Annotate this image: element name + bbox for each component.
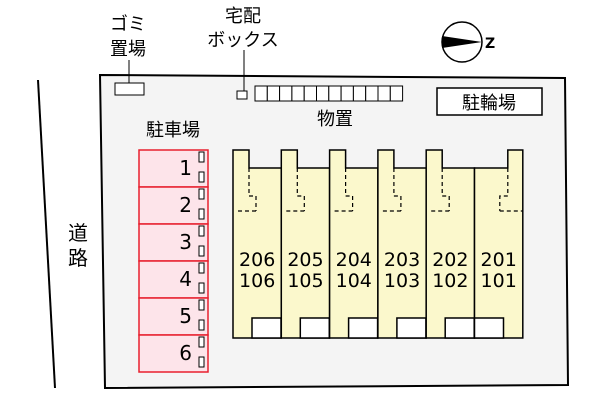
entrance-box bbox=[444, 317, 475, 339]
unit-number-lower: 106 bbox=[239, 270, 275, 292]
interior-dashed-line bbox=[285, 168, 305, 212]
storage-cell bbox=[303, 85, 318, 102]
unit-number-lower: 103 bbox=[384, 270, 420, 292]
storage-cell bbox=[340, 85, 354, 102]
wheel-stop bbox=[198, 262, 205, 274]
delivery-box-label-1: 宅配 bbox=[225, 6, 261, 27]
parking-space-number: 4 bbox=[179, 267, 192, 291]
unit-number-upper: 204 bbox=[336, 249, 372, 271]
unit-number-lower: 102 bbox=[432, 270, 468, 292]
garbage-label-1: ゴミ bbox=[110, 14, 146, 35]
storage-cell bbox=[328, 85, 342, 102]
unit-number-upper: 205 bbox=[287, 249, 323, 271]
delivery-box-label-2: ボックス bbox=[207, 30, 278, 51]
parking-space-number: 3 bbox=[179, 230, 192, 254]
garbage-label-2: 置場 bbox=[110, 39, 146, 60]
wheel-stop bbox=[198, 282, 205, 294]
road-edge-line bbox=[37, 79, 56, 389]
unit-number-lower: 105 bbox=[287, 270, 323, 292]
entrance-box bbox=[347, 317, 379, 339]
parking-space-number: 2 bbox=[179, 193, 192, 217]
wheel-stop bbox=[198, 245, 205, 257]
storage-cell bbox=[352, 85, 367, 102]
parking-space: 1 bbox=[138, 149, 209, 188]
delivery-box bbox=[236, 90, 248, 100]
unit-number-upper: 201 bbox=[481, 249, 517, 271]
parking-space: 3 bbox=[138, 223, 209, 262]
wheel-stop bbox=[198, 336, 205, 348]
unit-number-upper: 206 bbox=[239, 249, 275, 271]
storage-cell bbox=[316, 85, 330, 102]
interior-dashed-line bbox=[499, 168, 523, 212]
storage-label: 物置 bbox=[317, 109, 353, 130]
wheel-stop bbox=[198, 299, 205, 311]
storage-cell bbox=[389, 85, 404, 102]
wheel-stop bbox=[198, 171, 205, 183]
interior-dashed-line bbox=[333, 168, 354, 212]
road-label-1: 道 bbox=[68, 221, 88, 245]
parking-space: 6 bbox=[138, 334, 209, 373]
wheel-stop bbox=[198, 319, 205, 331]
entrance-box bbox=[251, 317, 282, 339]
entrance-box bbox=[473, 317, 505, 339]
storage-cell bbox=[266, 85, 281, 102]
interior-dashed-line bbox=[430, 168, 450, 212]
wheel-stop bbox=[198, 151, 205, 163]
parking-space-number: 5 bbox=[179, 304, 192, 328]
wheel-stop bbox=[198, 188, 205, 200]
garbage-area bbox=[114, 82, 145, 96]
storage-cell bbox=[291, 85, 305, 102]
storage-cell bbox=[377, 85, 391, 102]
parking-space-number: 6 bbox=[179, 341, 192, 365]
entrance-box bbox=[299, 317, 331, 339]
unit-number-lower: 101 bbox=[481, 270, 517, 292]
parking-space: 4 bbox=[138, 260, 209, 299]
compass-z-glyph: Z bbox=[485, 36, 495, 52]
road-label-2: 路 bbox=[68, 246, 88, 270]
parking-lot: 1 2 3 4 5 6 bbox=[138, 149, 209, 373]
parking-space: 5 bbox=[138, 297, 209, 336]
wheel-stop bbox=[198, 208, 205, 220]
unit-number-upper: 202 bbox=[432, 249, 468, 271]
storage-cell bbox=[254, 85, 268, 102]
parking-space-number: 1 bbox=[179, 156, 192, 180]
parking-space: 2 bbox=[138, 186, 209, 225]
bicycle-parking bbox=[436, 87, 543, 116]
bicycle-parking-label: 駐輪場 bbox=[462, 93, 516, 114]
interior-dashed-line bbox=[237, 168, 257, 212]
storage-cell bbox=[365, 85, 379, 102]
unit-number-upper: 203 bbox=[384, 249, 420, 271]
storage-cell bbox=[279, 85, 293, 102]
wheel-stop bbox=[198, 225, 205, 237]
compass-icon: N Z bbox=[441, 21, 495, 63]
unit-number-lower: 104 bbox=[336, 270, 372, 292]
parking-label: 駐車場 bbox=[146, 120, 200, 141]
interior-dashed-line bbox=[381, 168, 402, 212]
wheel-stop bbox=[198, 356, 205, 368]
storage-units bbox=[254, 85, 404, 102]
entrance-box bbox=[396, 317, 427, 339]
